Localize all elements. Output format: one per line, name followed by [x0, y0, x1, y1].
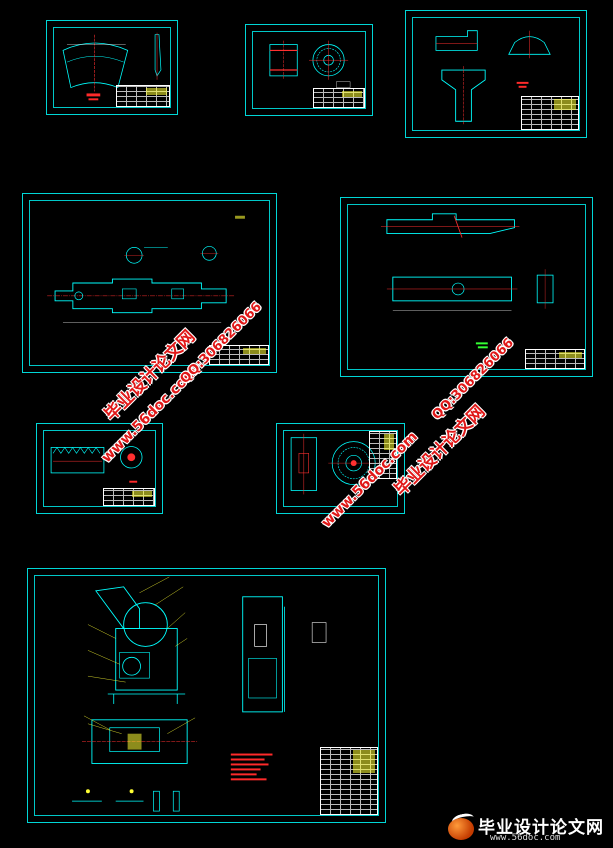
drawing-sheet-1[interactable] [46, 20, 178, 115]
sheet-3-geometry [435, 30, 551, 126]
logo-name: 毕业设计论文网 [478, 818, 604, 838]
drawing-sheet-assembly[interactable] [27, 568, 386, 823]
drawing-border [283, 430, 398, 507]
sheet-5-geometry [380, 213, 554, 349]
logo-url: www.56doc.com [490, 833, 561, 843]
drawing-border [34, 575, 379, 816]
title-block [525, 349, 585, 369]
sheet-7-geometry [290, 433, 380, 495]
drawing-sheet-5[interactable] [340, 197, 593, 377]
title-block [313, 88, 365, 108]
drawing-border [43, 430, 156, 507]
drawing-sheet-2[interactable] [245, 24, 373, 116]
sheet-6-geometry [50, 446, 143, 483]
site-logo: 毕业设计论文网 www.56doc.com [440, 812, 610, 844]
drawing-border [29, 200, 270, 366]
sheet-2-geometry [269, 40, 351, 88]
drawing-sheet-6[interactable] [36, 423, 163, 514]
sheet-4-geometry [47, 215, 245, 323]
assembly-geometry [72, 576, 327, 812]
globe-icon [448, 818, 474, 840]
drawing-sheet-7[interactable] [276, 423, 405, 514]
drawing-sheet-3[interactable] [405, 10, 587, 138]
drawing-border [412, 17, 580, 131]
title-block [103, 488, 155, 506]
drawing-border [252, 31, 366, 109]
sheet-1-geometry [62, 32, 162, 101]
title-block [369, 431, 397, 479]
drawing-sheet-4[interactable] [22, 193, 277, 373]
title-block [116, 85, 170, 107]
drawing-border [53, 27, 171, 108]
title-block [320, 747, 378, 815]
drawing-border [347, 204, 586, 370]
title-block [521, 96, 579, 130]
title-block [209, 345, 269, 365]
